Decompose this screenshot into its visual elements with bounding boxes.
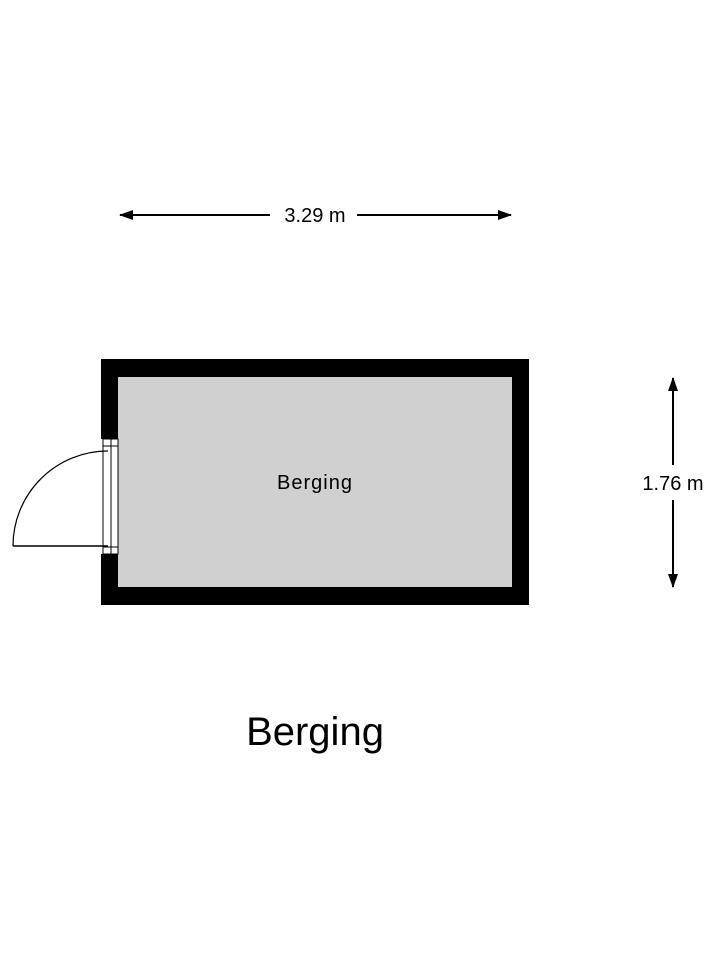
width-dimension-label: 3.29 m — [284, 205, 345, 227]
plan-title: Berging — [246, 710, 384, 754]
door — [12, 438, 119, 555]
width-dimension: 3.29 m — [119, 205, 512, 227]
wall-top — [101, 359, 529, 377]
wall-left-upper — [101, 359, 118, 439]
wall-right — [512, 359, 529, 605]
height-dimension-label: 1.76 m — [642, 473, 703, 495]
wall-left-lower — [101, 554, 118, 605]
room-floor — [118, 377, 512, 587]
door-swing-arc — [12, 450, 109, 547]
height-dimension: 1.76 m — [642, 377, 704, 588]
walls — [101, 359, 529, 605]
wall-bottom — [101, 587, 529, 605]
room-label: Berging — [277, 472, 353, 494]
